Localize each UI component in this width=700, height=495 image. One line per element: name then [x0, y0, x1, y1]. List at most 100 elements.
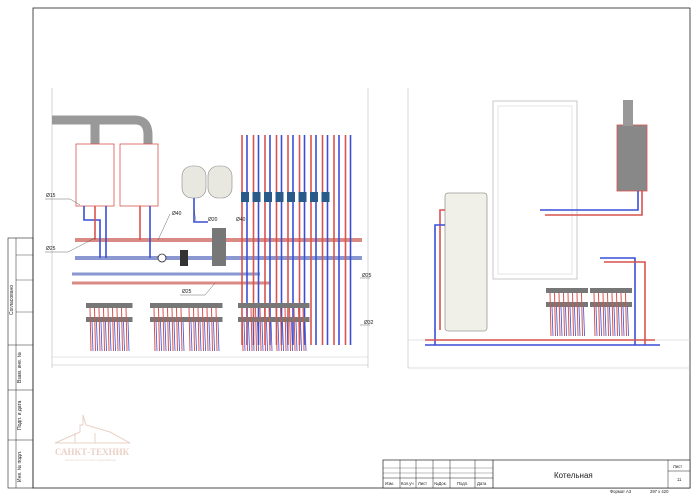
loop-pipe: [180, 307, 183, 352]
loop-pipe: [598, 292, 600, 337]
loop-pipe: [560, 306, 563, 337]
loop-pipe: [611, 292, 614, 337]
loop-pipe: [182, 321, 185, 352]
sheet-header: Лист: [673, 464, 682, 469]
loop-pipe: [252, 321, 255, 352]
loop-pipe: [298, 307, 300, 352]
loop-pipe: [576, 292, 579, 337]
manifold-return: [185, 317, 223, 322]
loop-pipe: [259, 307, 262, 352]
loop-pipe: [293, 307, 296, 352]
boiler-1: [75, 143, 115, 207]
loop-pipe: [266, 321, 268, 352]
loop-pipe: [572, 292, 574, 337]
loop-pipe: [178, 321, 180, 352]
circulation-pump: [310, 192, 318, 202]
logo: САНКТ-ТЕХНИК монтаж систем отопления и в…: [54, 414, 131, 462]
loop-pipe: [98, 307, 101, 352]
loop-pipe: [153, 307, 156, 352]
loop-pipe: [121, 307, 123, 352]
loop-pipe: [112, 307, 114, 352]
col-list: Лист: [418, 481, 427, 486]
col-kol-uch: Кол.уч: [401, 481, 414, 486]
loop-pipe: [275, 307, 278, 352]
loop-pipe: [248, 321, 250, 352]
loop-pipe: [609, 306, 611, 337]
loop-pipe: [206, 307, 209, 352]
loop-pipe: [595, 306, 598, 337]
loop-pipe: [171, 307, 174, 352]
side-stamp: Согласовано Взам. инв. № Подп. и дата Ин…: [7, 237, 34, 489]
loop-pipe: [211, 307, 213, 352]
loop-pipe: [257, 321, 259, 352]
loop-pipe: [164, 321, 167, 352]
circulation-pump: [252, 192, 261, 202]
loop-pipe: [118, 321, 121, 352]
label-d25-left: Ø25: [46, 246, 56, 252]
loop-pipe: [604, 306, 607, 337]
loop-pipe: [100, 321, 103, 352]
hot-water-tank: [444, 192, 488, 332]
stamp-agreed: Согласовано: [9, 285, 15, 315]
manifold-return: [272, 317, 310, 322]
manifold-return: [86, 317, 133, 322]
loop-pipe: [89, 307, 92, 352]
loop-pipe: [289, 307, 291, 352]
manifold-return: [150, 317, 188, 322]
loop-pipe: [167, 307, 169, 352]
wall-boiler: [616, 124, 648, 192]
col-sign: Подп.: [457, 481, 468, 486]
col-date: Дата: [477, 481, 487, 486]
loop-pipe: [567, 292, 570, 337]
stamp-signature-date: Подп. и дата: [17, 400, 23, 430]
loop-pipe: [284, 307, 287, 352]
loop-pipe: [199, 321, 202, 352]
label-d40-b: Ø40: [236, 217, 246, 223]
manifold-supply: [546, 288, 588, 293]
stamp-inv-original: Инв. № подл.: [17, 451, 23, 482]
boiler-room-schematic-left: Ø15 Ø25 Ø40 Ø20 Ø40 Ø25 Ø25 Ø32: [45, 88, 374, 368]
loop-pipe: [616, 292, 618, 337]
loop-pipe: [107, 307, 110, 352]
manifold-supply: [590, 288, 632, 293]
loop-pipe: [551, 306, 554, 337]
loop-pipe: [202, 307, 204, 352]
loop-pipe: [250, 307, 253, 352]
loop-pipe: [607, 292, 609, 337]
expansion-tank-1: [181, 165, 207, 199]
loop-pipe: [593, 292, 596, 337]
loop-pipe: [302, 307, 305, 352]
loop-pipe: [569, 306, 572, 337]
loop-pipe: [105, 321, 107, 352]
circulation-pump: [241, 192, 249, 202]
boiler-room-schematic-right: [407, 88, 690, 369]
loop-pipe: [193, 307, 195, 352]
loop-pipe: [625, 292, 627, 337]
loop-pipe: [300, 321, 302, 352]
manifold-supply: [238, 303, 276, 308]
loop-pipe: [261, 321, 264, 352]
loop-pipe: [291, 321, 293, 352]
loop-pipe: [217, 321, 220, 352]
loop-pipe: [109, 321, 112, 352]
col-doc: №Док.: [434, 481, 447, 486]
loop-pipe: [270, 321, 273, 352]
loop-pipe: [91, 321, 94, 352]
loop-pipe: [282, 321, 284, 352]
label-d40-a: Ø40: [172, 211, 182, 217]
manifold-supply: [185, 303, 223, 308]
boiler-2: [119, 143, 159, 207]
manifold-return: [546, 302, 588, 307]
filter: [180, 250, 188, 266]
loop-pipe: [583, 306, 585, 337]
manifold-return: [590, 302, 632, 307]
label-d20: Ø20: [208, 217, 218, 223]
loop-pipe: [556, 306, 558, 337]
loop-pipe: [264, 307, 266, 352]
col-izm: Изм.: [385, 481, 394, 486]
loop-pipe: [94, 307, 96, 352]
loop-pipe: [215, 307, 218, 352]
loop-pipe: [116, 307, 119, 352]
circulation-pump: [275, 192, 284, 202]
loop-pipe: [255, 307, 257, 352]
